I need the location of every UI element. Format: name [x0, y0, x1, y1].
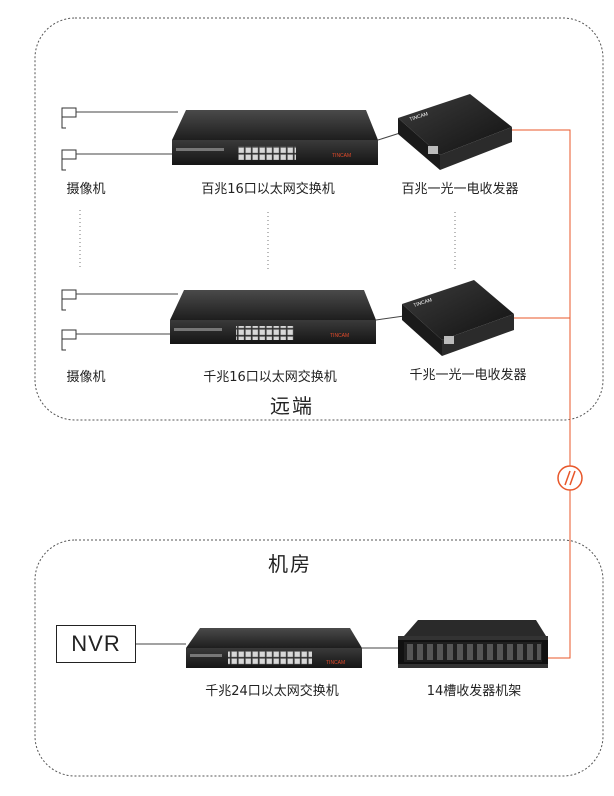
fiber-line: [512, 129, 571, 659]
camera-label: 摄像机: [66, 182, 106, 197]
converter-rack-14slot: [398, 620, 548, 668]
ethernet-cable: [375, 315, 405, 321]
media-converter-1000m: TINCAM: [402, 280, 514, 356]
camera-icon: [61, 289, 77, 311]
svg-text:TINCAM: TINCAM: [413, 297, 433, 309]
machine-room-region-border: [34, 539, 604, 777]
nvr-box: NVR: [56, 625, 136, 663]
ethernet-switch-16port-100m: TINCAM: [172, 110, 378, 165]
ethernet-cable: [377, 132, 401, 141]
camera-icon: [61, 149, 77, 171]
camera-icon: [61, 107, 77, 129]
svg-text:TINCAM: TINCAM: [326, 660, 345, 666]
switch-label: 千兆16口以太网交换机: [203, 370, 337, 385]
camera-label: 摄像机: [66, 370, 106, 385]
ethernet-switch-24port-1000m: TINCAM: [186, 628, 362, 668]
machine-room-region-title: 机房: [268, 552, 312, 576]
camera-icon: [61, 329, 77, 351]
svg-text:TINCAM: TINCAM: [332, 153, 351, 159]
fiber-break-icon: [557, 465, 583, 491]
svg-text:TINCAM: TINCAM: [409, 111, 429, 123]
media-converter-100m: TINCAM: [398, 94, 512, 170]
remote-region-border: [34, 17, 604, 421]
svg-text:TINCAM: TINCAM: [330, 333, 349, 339]
switch-label: 千兆24口以太网交换机: [205, 684, 339, 699]
converter-label: 百兆一光一电收发器: [401, 182, 519, 197]
converter-label: 千兆一光一电收发器: [409, 368, 527, 383]
switch-label: 百兆16口以太网交换机: [201, 182, 335, 197]
remote-region-title: 远端: [270, 394, 314, 418]
nvr-label: NVR: [71, 631, 121, 656]
ethernet-switch-16port-1000m: TINCAM: [170, 290, 376, 344]
rack-label: 14槽收发器机架: [426, 684, 522, 699]
